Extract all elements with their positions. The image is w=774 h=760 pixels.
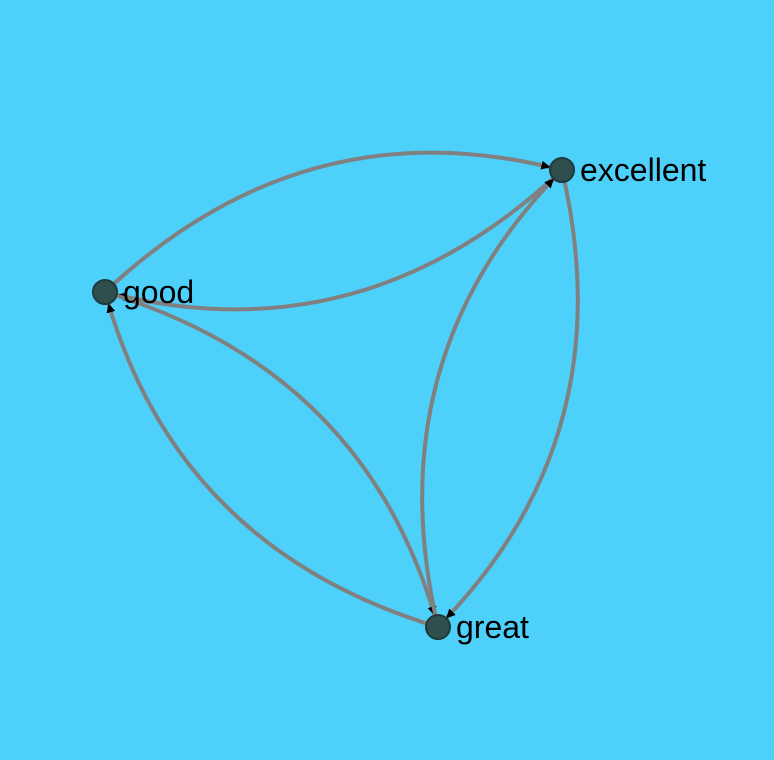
node-excellent-label: excellent	[580, 152, 706, 188]
node-good-label: good	[123, 274, 194, 310]
edge-excellent-to-great	[444, 168, 580, 621]
edge-great-to-good	[106, 301, 440, 629]
node-excellent-circle[interactable]	[549, 157, 575, 183]
node-excellent[interactable]: excellent	[549, 152, 706, 188]
edge-good-to-great	[103, 290, 437, 618]
node-good-circle[interactable]	[92, 279, 118, 305]
nodes-layer: excellent good great	[92, 152, 706, 645]
node-great-label: great	[456, 609, 529, 645]
edges-layer	[103, 150, 580, 629]
edge-excellent-to-good	[114, 168, 564, 312]
node-great[interactable]: great	[425, 609, 529, 645]
node-good[interactable]: good	[92, 274, 194, 310]
edge-great-to-excellent	[420, 176, 556, 629]
node-great-circle[interactable]	[425, 614, 451, 640]
edge-good-to-excellent	[103, 150, 553, 294]
